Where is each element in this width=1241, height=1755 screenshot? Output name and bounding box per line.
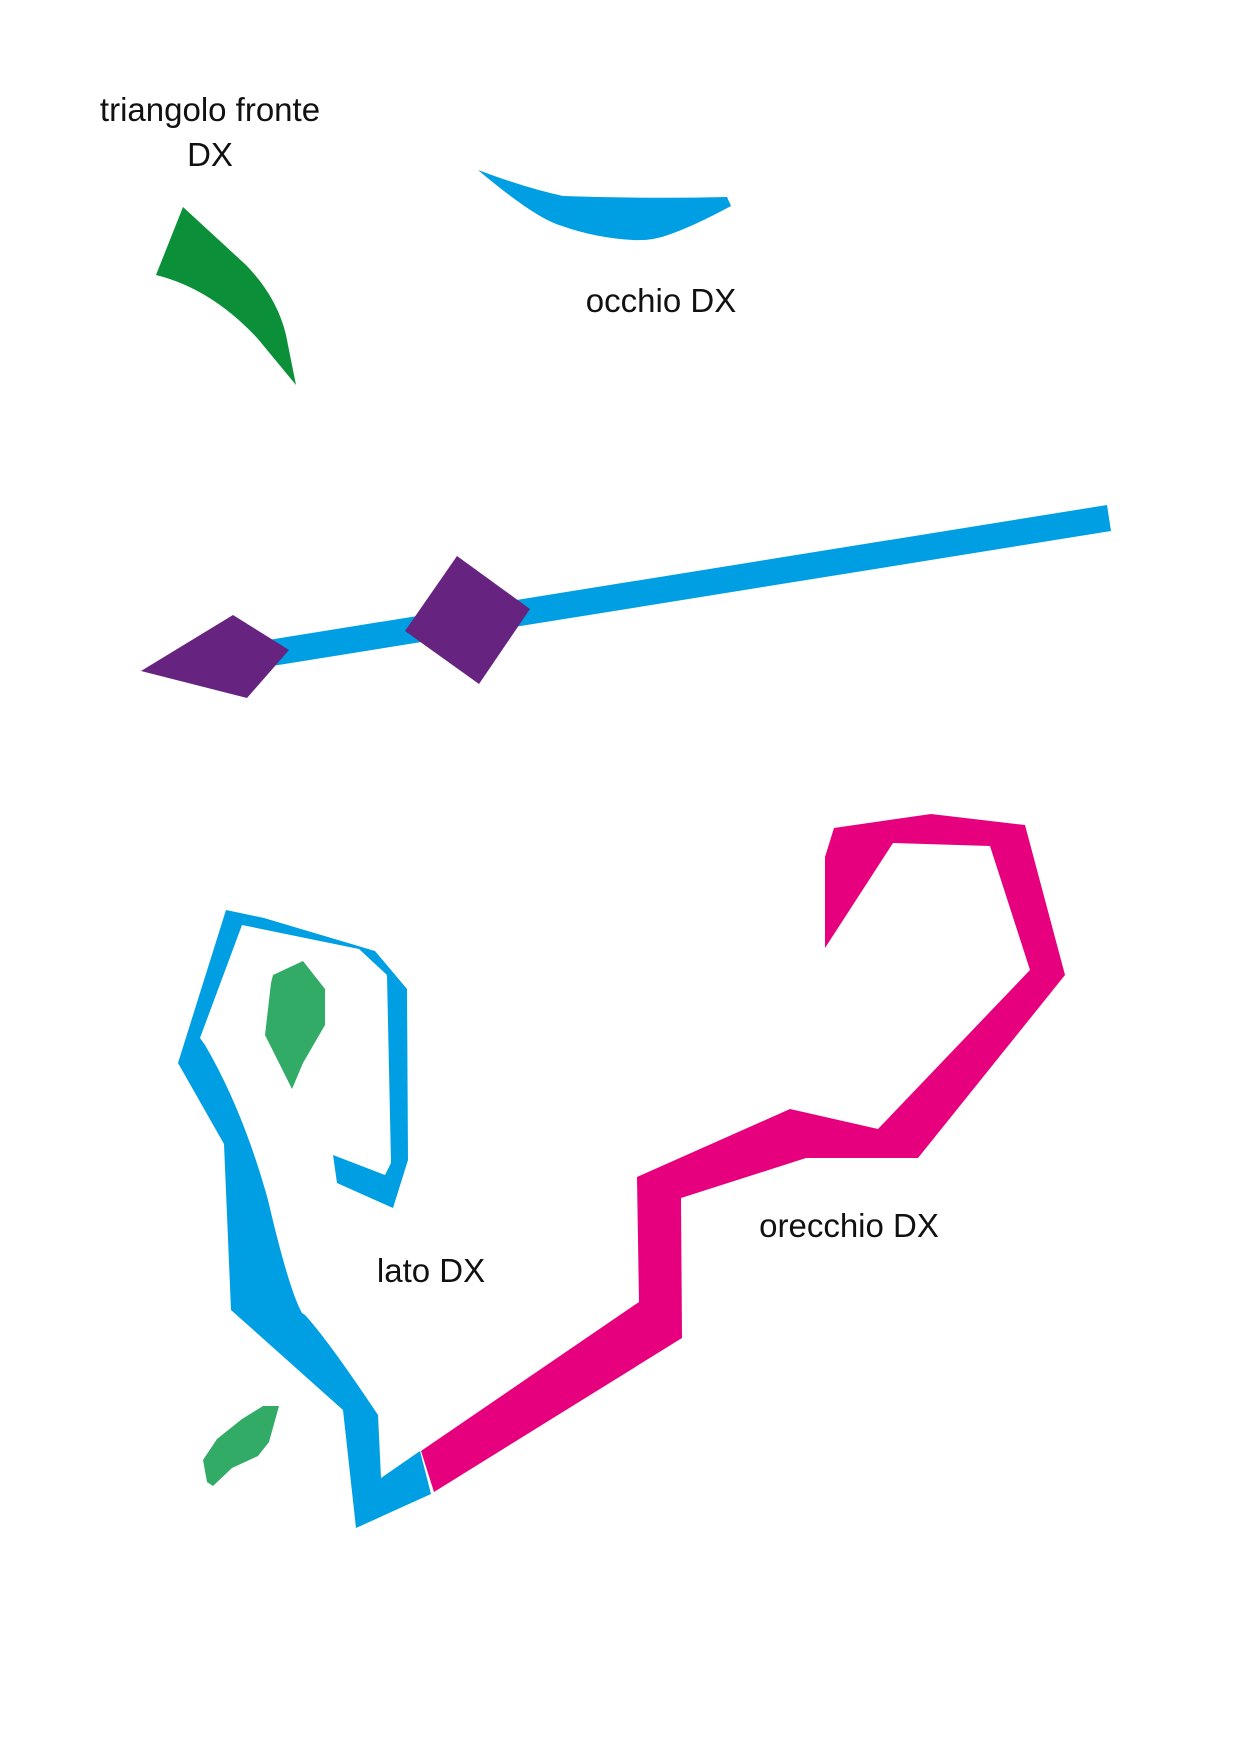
label-lato: lato DX [377,1252,485,1289]
rhombus-left-shape [141,615,289,698]
orecchio-shape [421,814,1065,1492]
triangolo-fronte-shape [156,207,296,385]
rhombus-right-shape [405,556,530,684]
label-orecchio: orecchio DX [759,1207,939,1244]
lato-green-blob-shape [265,961,325,1089]
lato-shape [178,910,431,1528]
small-green-blob-shape [203,1406,279,1486]
label-occhio: occhio DX [586,282,736,319]
bar-shape [262,505,1111,667]
occhio-shape [478,170,731,241]
label-triangolo-fronte-line1: triangolo fronte [100,91,320,128]
label-triangolo-fronte-line2: DX [187,136,233,173]
